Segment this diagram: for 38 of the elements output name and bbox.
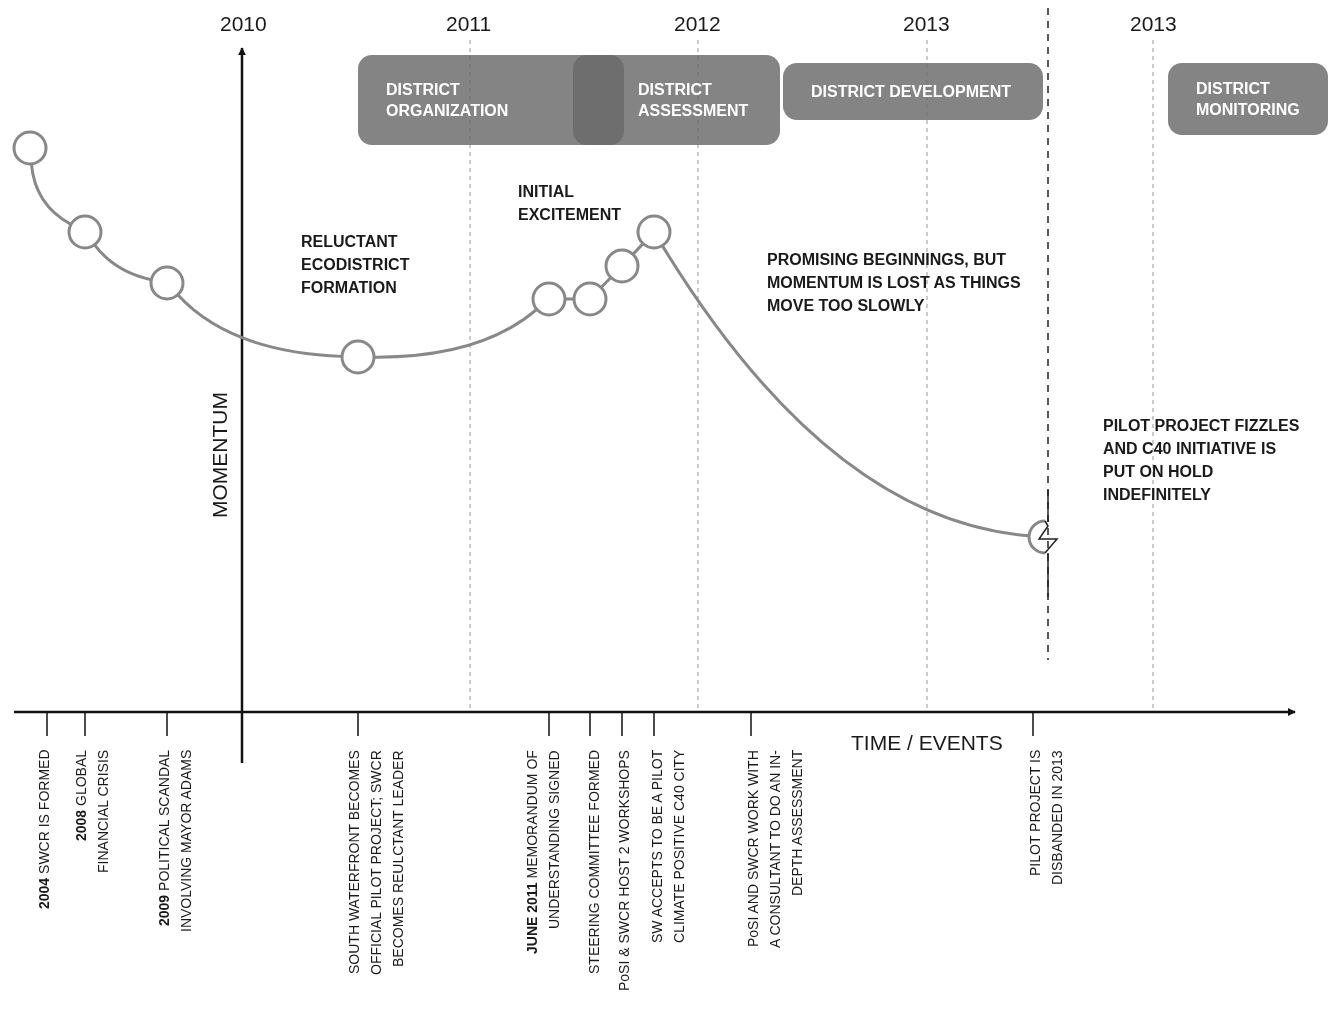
milestone-circle: [12, 130, 48, 166]
phase-band: [573, 55, 780, 145]
annotation-text: PILOT PROJECT FIZZLES AND C40 INITIATIVE IS PUT ON HOLD INDEFINITELY: [1103, 416, 1301, 505]
milestone-circle: [572, 281, 608, 317]
event-text: PILOT PROJECT IS DISBANDED IN 2013: [1026, 750, 1066, 887]
year-label: 2012: [674, 12, 721, 36]
year-label: 2013: [1130, 12, 1177, 36]
milestone-circle: [67, 214, 103, 250]
milestone-circle: [604, 248, 640, 284]
milestone-circle: [531, 281, 567, 317]
momentum-curve: [661, 244, 1030, 538]
milestone-circle: [636, 214, 672, 250]
event-text: SOUTH WATERFRONT BECOMES OFFICIAL PILOT PROJECT; SWCR BECOMES REULCTANT LEADER: [345, 750, 407, 977]
annotation-text: INITIAL EXCITEMENT: [518, 182, 623, 225]
year-label: 2013: [903, 12, 950, 36]
milestone-circle: [340, 339, 376, 375]
phase-title: DISTRICT ORGANIZATION: [386, 80, 510, 121]
phase-title: DISTRICT DEVELOPMENT: [811, 82, 1011, 102]
event-text: 2004 SWCR IS FORMED: [35, 750, 53, 912]
phase-title: DISTRICT MONITORING: [1196, 79, 1301, 120]
phase-band: [783, 63, 1043, 120]
momentum-curve: [29, 163, 72, 226]
annotation-text: RELUCTANT ECODISTRICT FORMATION: [301, 232, 411, 298]
annotation-text: PROMISING BEGINNINGS, BUT MOMENTUM IS LOST AS THINGS MOVE TOO SLOWLY: [767, 250, 1022, 316]
momentum-curve: [93, 243, 152, 282]
axis-title: MOMENTUM: [208, 392, 232, 518]
phase-band: [1168, 63, 1328, 135]
milestone-circle: [149, 265, 185, 301]
year-label: 2011: [446, 12, 492, 36]
momentum-curve: [374, 308, 538, 359]
event-text: SW ACCEPTS TO BE A PILOT CLIMATE POSITIVE C40 CITY: [648, 750, 688, 946]
phase-title: DISTRICT ASSESSMENT: [638, 80, 750, 121]
axis-title: TIME / EVENTS: [851, 731, 1003, 755]
year-label: 2010: [220, 12, 267, 36]
event-text: PoSI AND SWCR WORK WITH A CONSULTANT TO DO AN IN-DEPTH ASSESSMENT: [744, 750, 806, 950]
event-text: STEERING COMMITTEE FORMED: [585, 750, 603, 976]
momentum-curve: [176, 293, 343, 358]
event-text: PoSI & SWCR HOST 2 WORKSHOPS: [615, 750, 633, 993]
